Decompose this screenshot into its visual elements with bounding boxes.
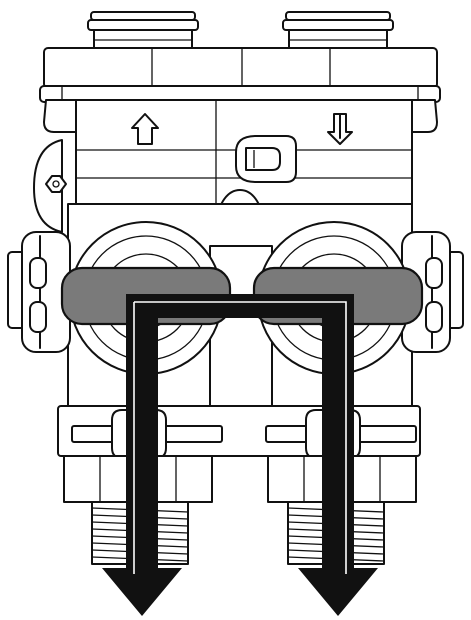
inlet-arrow-up-icon xyxy=(131,113,159,145)
top-flange xyxy=(39,47,441,103)
top-port-right xyxy=(282,11,394,53)
side-cap-left xyxy=(7,231,71,353)
flow-path-arrow xyxy=(102,294,378,616)
bottom-clip xyxy=(57,405,421,459)
outlet-arrow-down-icon xyxy=(327,113,353,145)
retaining-clip xyxy=(235,135,297,183)
side-cap-right xyxy=(401,231,464,353)
mounting-lug xyxy=(33,139,67,233)
top-port-left xyxy=(87,11,199,53)
